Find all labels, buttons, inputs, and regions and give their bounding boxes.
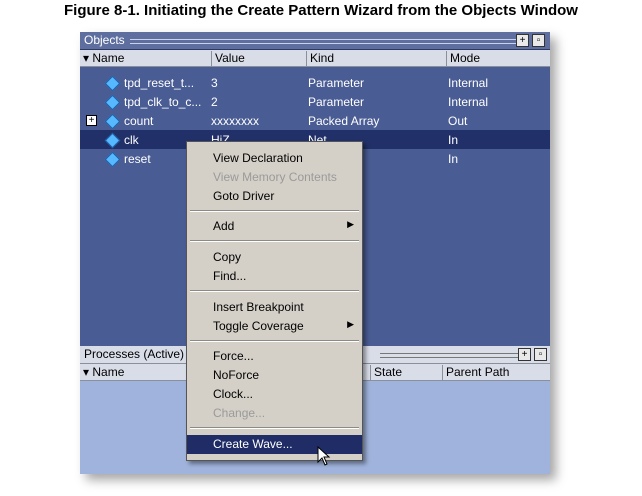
row-name: tpd_reset_t...: [124, 76, 195, 90]
table-row[interactable]: reset In: [80, 149, 550, 168]
col-name-header[interactable]: ▾ Name: [83, 51, 125, 65]
col-state-header[interactable]: State: [370, 365, 444, 380]
menu-separator: [190, 427, 359, 429]
objects-header: ▾ Name Value Kind Mode: [80, 50, 550, 67]
screenshot-frame: Objects + ▫ ▾ Name Value Kind Mode tpd_r…: [80, 32, 550, 474]
menu-separator: [190, 340, 359, 342]
expand-icon[interactable]: +: [86, 115, 97, 126]
signal-icon: [104, 113, 121, 130]
drag-grip[interactable]: [380, 353, 520, 358]
row-kind: Parameter: [308, 76, 365, 90]
objects-titlebar[interactable]: Objects + ▫: [80, 32, 550, 50]
signal-icon: [104, 132, 121, 149]
menu-item-add[interactable]: Add▶: [213, 219, 354, 233]
row-mode: In: [448, 133, 459, 147]
parameter-icon: [104, 94, 121, 111]
menu-item-insert-breakpoint[interactable]: Insert Breakpoint: [213, 300, 304, 314]
menu-separator: [190, 240, 359, 242]
row-mode: Internal: [448, 76, 489, 90]
undock-icon[interactable]: ▫: [534, 348, 547, 361]
submenu-arrow-icon: ▶: [347, 219, 354, 229]
col-name-header[interactable]: ▾ Name: [83, 365, 125, 379]
menu-item-find[interactable]: Find...: [213, 269, 247, 283]
signal-icon: [104, 151, 121, 168]
menu-separator: [190, 210, 359, 212]
row-name: tpd_clk_to_c...: [124, 95, 202, 109]
row-mode: Internal: [448, 95, 489, 109]
menu-item-force[interactable]: Force...: [213, 349, 254, 363]
processes-title: Processes (Active): [84, 347, 185, 361]
menu-item-view-memory-contents: View Memory Contents: [213, 170, 337, 184]
menu-item-clock[interactable]: Clock...: [213, 387, 254, 401]
row-mode: In: [448, 152, 459, 166]
menu-item-view-declaration[interactable]: View Declaration: [213, 151, 303, 165]
menu-item-goto-driver[interactable]: Goto Driver: [213, 189, 275, 203]
context-menu: View Declaration View Memory Contents Go…: [186, 141, 363, 461]
maximize-icon[interactable]: +: [516, 34, 529, 47]
figure-caption: Figure 8-1. Initiating the Create Patter…: [64, 2, 578, 19]
row-name: reset: [124, 152, 151, 166]
col-value-header[interactable]: Value: [211, 51, 310, 66]
col-kind-header[interactable]: Kind: [306, 51, 450, 66]
row-value: 2: [211, 95, 218, 109]
table-row[interactable]: tpd_clk_to_c... 2 Parameter Internal: [80, 92, 550, 111]
menu-separator: [190, 290, 359, 292]
menu-item-toggle-coverage[interactable]: Toggle Coverage▶: [213, 319, 354, 333]
row-kind: Packed Array: [308, 114, 380, 128]
menu-item-noforce[interactable]: NoForce: [213, 368, 260, 382]
col-parent-path-header[interactable]: Parent Path: [442, 365, 550, 380]
row-value: 3: [211, 76, 218, 90]
menu-item-copy[interactable]: Copy: [213, 250, 242, 264]
drag-grip[interactable]: [130, 39, 516, 44]
parameter-icon: [104, 75, 121, 92]
row-kind: Parameter: [308, 95, 365, 109]
menu-item-change: Change...: [213, 406, 266, 420]
menu-item-create-wave[interactable]: Create Wave...: [187, 435, 362, 454]
submenu-arrow-icon: ▶: [347, 319, 354, 329]
row-value: xxxxxxxx: [211, 114, 259, 128]
row-mode: Out: [448, 114, 468, 128]
table-row[interactable]: + count xxxxxxxx Packed Array Out: [80, 111, 550, 130]
objects-title: Objects: [84, 33, 125, 47]
row-name: count: [124, 114, 154, 128]
row-name: clk: [124, 133, 139, 147]
maximize-icon[interactable]: +: [518, 348, 531, 361]
mouse-pointer-icon: [317, 446, 331, 466]
table-row[interactable]: tpd_reset_t... 3 Parameter Internal: [80, 73, 550, 92]
undock-icon[interactable]: ▫: [532, 34, 545, 47]
col-mode-header[interactable]: Mode: [446, 51, 550, 66]
